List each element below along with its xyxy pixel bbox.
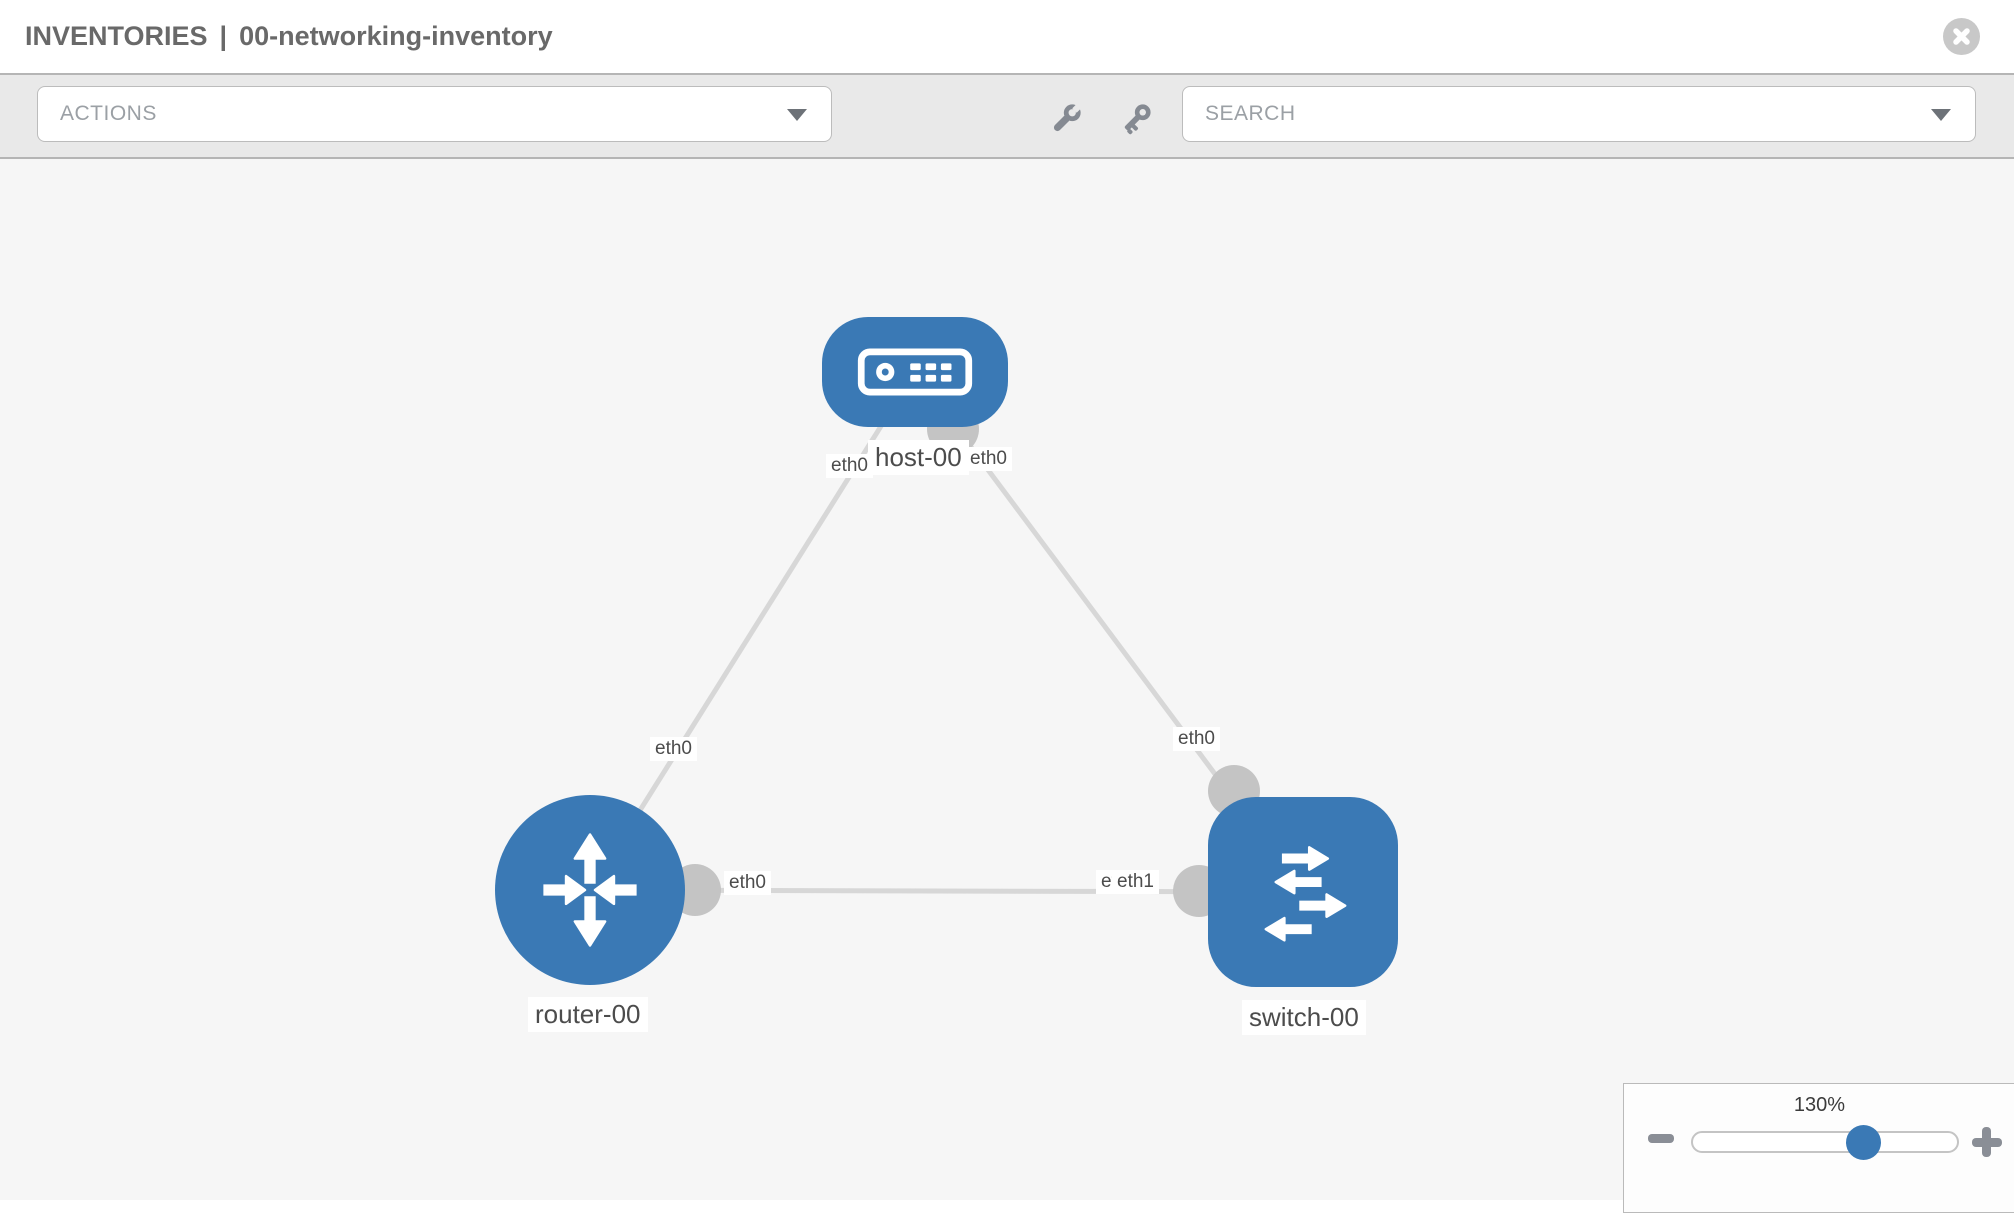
inventory-name: 00-networking-inventory — [239, 21, 553, 51]
actions-dropdown-label: ACTIONS — [60, 102, 157, 125]
node-switch-00[interactable] — [1208, 797, 1398, 987]
breadcrumb-separator: | — [219, 21, 228, 51]
toolbar: ACTIONS SEARCH — [0, 73, 2014, 159]
breadcrumb: INVENTORIES | 00-networking-inventory — [25, 0, 553, 73]
page-header: INVENTORIES | 00-networking-inventory — [0, 0, 2014, 73]
plus-icon — [1982, 1127, 1991, 1157]
interface-label-host-right: eth0 — [965, 447, 1012, 471]
interface-label-switch-top: eth0 — [1173, 727, 1220, 751]
interface-label-host-left: eth0 — [826, 454, 873, 478]
close-icon — [1953, 28, 1970, 45]
node-router-00[interactable] — [495, 795, 685, 985]
switch-icon — [1264, 846, 1347, 942]
search-dropdown-label: SEARCH — [1205, 102, 1296, 125]
node-label-host: host-00 — [868, 440, 969, 475]
key-icon — [1124, 104, 1151, 135]
wrench-icon — [1053, 103, 1082, 132]
chevron-down-icon — [787, 109, 807, 121]
zoom-out-button[interactable] — [1648, 1134, 1674, 1143]
zoom-control-panel: 130% — [1623, 1083, 2014, 1213]
tools-button[interactable] — [1046, 99, 1086, 139]
router-icon — [543, 833, 637, 947]
search-dropdown[interactable]: SEARCH — [1182, 86, 1976, 142]
zoom-level-value: 130% — [1793, 1094, 1846, 1116]
interface-label-switch-left-front: eth1 — [1112, 870, 1159, 894]
interface-label-host-router-mid: eth0 — [650, 737, 697, 761]
close-button[interactable] — [1943, 18, 1980, 55]
chevron-down-icon — [1931, 109, 1951, 121]
credentials-button[interactable] — [1116, 99, 1156, 139]
topology-links-layer — [587, 370, 1306, 917]
host-icon — [857, 348, 973, 396]
node-host-00[interactable] — [822, 317, 1008, 427]
node-label-router: router-00 — [528, 997, 648, 1032]
breadcrumb-section: INVENTORIES — [25, 21, 208, 51]
node-label-switch: switch-00 — [1242, 1000, 1366, 1035]
interface-label-router-right: eth0 — [724, 871, 771, 895]
actions-dropdown[interactable]: ACTIONS — [37, 86, 832, 142]
zoom-slider-track[interactable] — [1691, 1131, 1959, 1153]
topology-canvas[interactable]: host-00 router-00 switch-00 eth0 eth0 et… — [0, 159, 2014, 1200]
zoom-slider-thumb[interactable] — [1846, 1125, 1881, 1160]
